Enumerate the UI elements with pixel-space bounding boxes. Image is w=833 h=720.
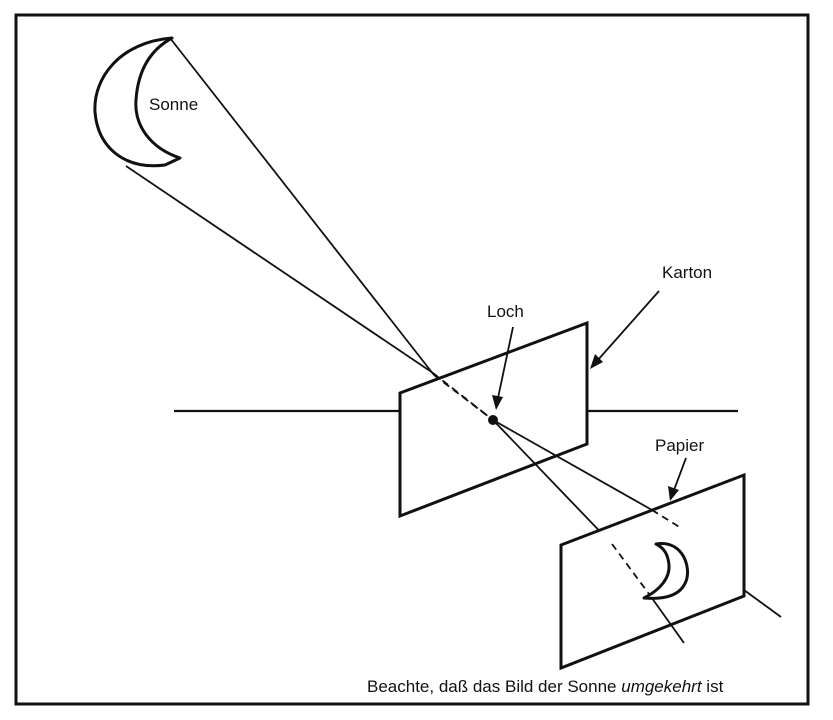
caption-emphasis: umgekehrt	[621, 677, 703, 696]
sun-label: Sonne	[149, 95, 198, 114]
ray-shallow-on-paper	[651, 509, 682, 529]
ray-steep-after-hole	[492, 419, 613, 545]
caption-before: Beachte, daß das Bild der Sonne	[367, 677, 621, 696]
inverted-sun-image-icon	[642, 542, 690, 600]
ray-shallow-beyond-paper	[743, 589, 782, 618]
caption: Beachte, daß das Bild der Sonne umgekehr…	[367, 677, 724, 696]
karton-label: Karton	[662, 263, 712, 282]
ray-upper-solid	[169, 37, 435, 376]
papier-label: Papier	[655, 436, 704, 455]
sun-crescent-icon	[93, 36, 182, 168]
ray-lower-dashed	[432, 372, 494, 421]
ray-lower-solid	[125, 165, 434, 374]
loch-arrow	[492, 326, 514, 410]
diagram-frame	[14, 13, 810, 706]
pinhole-dot	[488, 415, 498, 425]
ray-shallow-after-hole	[492, 419, 653, 511]
ray-steep-on-paper	[611, 543, 650, 595]
papier-arrow	[668, 457, 687, 501]
loch-label: Loch	[487, 302, 524, 321]
caption-after: ist	[702, 677, 724, 696]
ray-steep-beyond-paper	[648, 593, 685, 644]
karton-arrow	[590, 290, 660, 369]
paper-panel	[559, 472, 746, 671]
